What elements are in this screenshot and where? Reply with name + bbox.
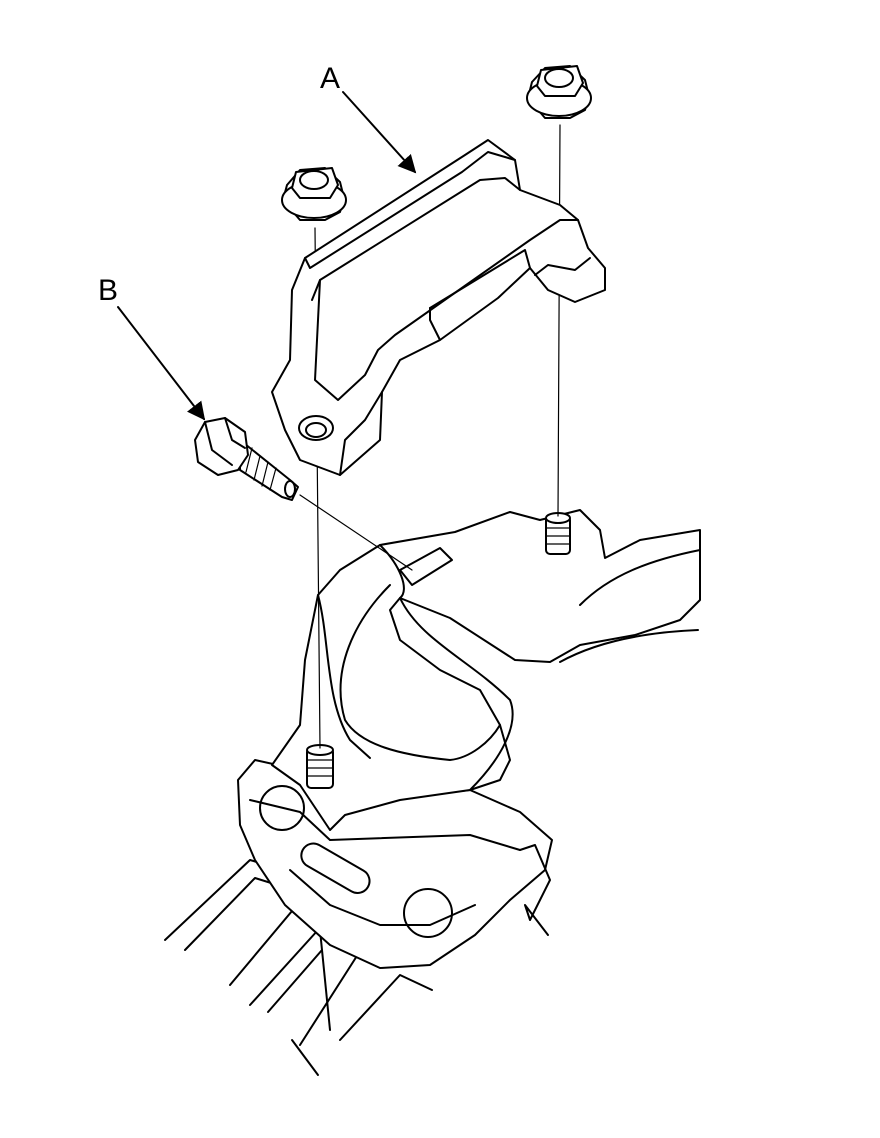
stud-rear xyxy=(545,512,571,555)
flange-nut-right xyxy=(526,65,592,119)
stud-front xyxy=(306,744,334,789)
svg-text:A: A xyxy=(320,62,340,95)
flange-nut-left xyxy=(281,167,347,221)
svg-text:B: B xyxy=(98,274,118,307)
flange-bolt xyxy=(194,417,299,501)
transmission-mount-body xyxy=(271,509,701,831)
mount-bracket xyxy=(271,139,606,476)
frame-assembly xyxy=(164,759,553,1076)
callout-b: B xyxy=(98,274,206,421)
callout-a: A xyxy=(320,62,417,174)
